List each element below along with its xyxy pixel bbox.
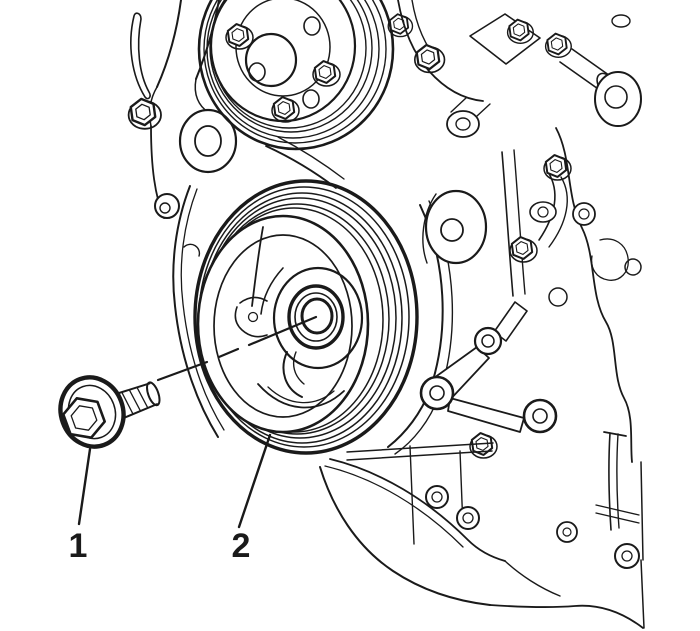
pulley-center-hole — [244, 32, 298, 88]
block-bolt-icon — [413, 43, 446, 74]
cover-hole-boss — [154, 193, 180, 219]
engine-block-right — [397, 0, 645, 629]
bracket-hole — [473, 326, 503, 356]
leader-lines — [77, 315, 318, 529]
engine-front-cover — [127, 0, 488, 455]
callout-2-label: 2 — [232, 527, 251, 565]
balancer-hub — [260, 266, 364, 398]
tensioner-bolt-icon — [509, 236, 538, 263]
belt-edge-loop — [130, 12, 151, 100]
engine-mount-bracket — [419, 301, 558, 459]
block-bolt-icon — [544, 32, 573, 59]
cover-bolt-icon — [127, 97, 163, 131]
bolt-axis-leader — [247, 315, 318, 347]
bolt-axis-leader — [156, 360, 209, 382]
balancer-center-bore — [300, 297, 334, 335]
bracket-bolt-icon — [469, 432, 498, 459]
crankshaft-balancer-bolt — [58, 375, 161, 449]
bracket-hole — [522, 398, 558, 434]
cylinder-boss — [446, 110, 480, 138]
bracket-hole — [419, 375, 455, 411]
engine-block-bottom — [319, 442, 644, 629]
pulley-bolt-icon — [387, 13, 414, 38]
callout-1-leader — [77, 447, 92, 526]
balancer-rim — [193, 179, 419, 455]
bolt-axis-leader-dash — [217, 347, 240, 359]
balancer-face — [196, 214, 370, 434]
cam-boss — [594, 71, 642, 127]
callout-1-label: 1 — [69, 527, 88, 565]
callout-2-leader — [237, 433, 272, 529]
bolt-hex-head — [61, 396, 106, 440]
dipstick-tube — [608, 432, 612, 531]
water-pump-pulley — [197, 0, 414, 151]
idler-boss — [178, 108, 238, 174]
crankshaft-balancer — [193, 179, 419, 455]
upper-bracket — [469, 13, 541, 65]
cover-round-boss — [424, 189, 488, 265]
